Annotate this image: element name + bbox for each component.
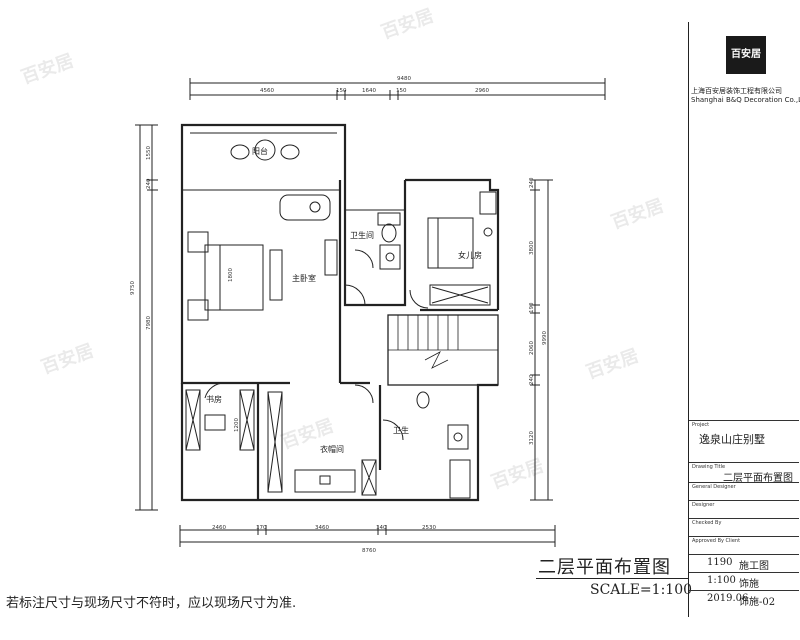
dim-right-seg: 240 [529, 374, 535, 385]
drawing-date: 2019.06 [707, 593, 749, 604]
drawing-number: 饰施-02 [739, 597, 776, 608]
bottom-dimension-lines [179, 525, 556, 547]
plan-svg: 阳台 主卧室 卫生间 女儿房 书房 衣帽间 卫生 9480 4560 150 1… [130, 76, 606, 554]
site-dimension-note: 若标注尺寸与现场尺寸不符时，应以现场尺寸为准. [6, 596, 297, 611]
discipline: 饰施 [739, 579, 759, 590]
company-name-cn: 上海百安居装饰工程有限公司 [691, 87, 782, 95]
room-label-study: 书房 [206, 394, 222, 404]
dim-bottom-total: 8760 [362, 548, 376, 554]
title-block-divider [689, 420, 799, 421]
left-dimension-lines [135, 124, 158, 511]
title-block-divider [689, 590, 799, 591]
title-underline [536, 578, 688, 579]
dim-top-seg: 150 [336, 88, 347, 94]
closet-furniture [267, 384, 377, 496]
master-bedroom-furniture [187, 194, 366, 321]
room-label-master: 主卧室 [292, 273, 316, 283]
bath1-fixtures [354, 212, 401, 270]
bath2-fixtures [382, 391, 471, 499]
title-block-divider [689, 462, 799, 463]
daughter-room-furniture [409, 191, 497, 309]
designer-label: Designer [692, 502, 715, 508]
dim-right-seg: 2060 [529, 341, 535, 355]
dim-left-small: 240 [146, 178, 152, 189]
project-label: Project [692, 422, 710, 428]
drawing-title-value: 二层平面布置图 [723, 473, 793, 484]
dim-top-seg: 4560 [260, 88, 274, 94]
room-label-bath1: 卫生间 [350, 230, 374, 240]
title-block: 百安居 上海百安居装饰工程有限公司 Shanghai B&Q Decoratio… [688, 22, 800, 617]
dim-left-inner: 7980 [146, 316, 152, 330]
top-dimension-lines [189, 78, 606, 100]
dim-right-outer: 9990 [542, 331, 548, 345]
dim-bottom-seg: 2460 [212, 525, 226, 531]
dim-master-bed: 1800 [228, 268, 234, 282]
room-label-terrace: 阳台 [252, 146, 268, 156]
right-dimension-lines [530, 179, 553, 501]
study-furniture [185, 382, 255, 451]
dim-top-seg: 1640 [362, 88, 376, 94]
drawing-title: 二层平面布置图 [538, 557, 671, 578]
title-block-divider [689, 482, 799, 483]
company-name-en: Shanghai B&Q Decoration Co.,Ltd [691, 96, 800, 104]
dim-bottom-seg: 170 [256, 525, 267, 531]
dim-top-seg: 2960 [475, 88, 489, 94]
dim-left-outer: 9750 [130, 281, 136, 295]
dim-bottom-seg: 140 [376, 525, 387, 531]
room-label-daughter: 女儿房 [458, 250, 482, 260]
title-block-divider [689, 500, 799, 501]
dim-top-total: 9480 [397, 76, 411, 82]
title-block-divider [689, 518, 799, 519]
checked-label: Checked By [692, 520, 722, 526]
dim-bottom-seg: 3460 [315, 525, 329, 531]
dim-study-desk: 1200 [234, 418, 240, 432]
scale-value: 1:100 [707, 575, 736, 586]
project-name: 逸泉山庄别墅 [699, 433, 765, 446]
dim-right-seg: 3800 [529, 241, 535, 255]
drawing-title-label: Drawing Title [692, 464, 726, 470]
dim-left-top: 1550 [146, 146, 152, 160]
stair-treads [388, 315, 498, 369]
approved-label: Approved By Client [692, 538, 741, 544]
dim-right-seg: 190 [529, 302, 535, 313]
company-logo: 百安居 [726, 36, 766, 74]
drawing-status: 施工图 [739, 561, 769, 572]
dim-bottom-seg: 2530 [422, 525, 436, 531]
walls [180, 123, 500, 502]
terrace-furniture [230, 139, 300, 161]
title-block-divider [689, 536, 799, 537]
dim-right-seg: 3120 [529, 431, 535, 445]
drawing-scale: SCALE=1:100 [590, 582, 693, 598]
dim-top-seg: 150 [396, 88, 407, 94]
job-no: 1190 [707, 557, 733, 568]
room-label-bath2: 卫生 [393, 425, 409, 435]
title-block-divider [689, 572, 799, 573]
title-block-divider [689, 554, 799, 555]
room-label-closet: 衣帽间 [320, 444, 344, 454]
dim-right-seg: 240 [529, 177, 535, 188]
general-designer-label: General Designer [692, 484, 736, 490]
